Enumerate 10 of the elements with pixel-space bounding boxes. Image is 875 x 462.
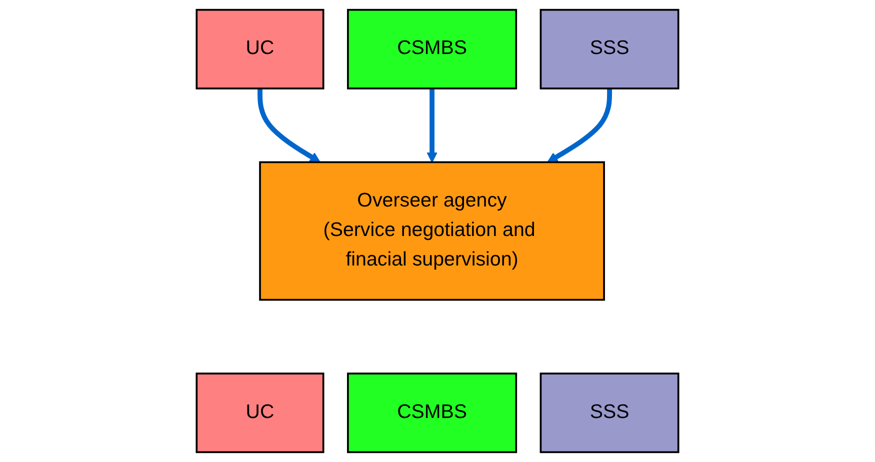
arrow xyxy=(258,88,320,163)
node-box: UC xyxy=(196,8,324,90)
node-box: SSS xyxy=(540,8,680,90)
node-box: CSMBS xyxy=(347,372,518,454)
arrow xyxy=(426,88,438,163)
arrow xyxy=(547,88,612,163)
node-box: UC xyxy=(196,372,324,454)
node-box: CSMBS xyxy=(347,8,518,90)
node-box: SSS xyxy=(540,372,680,454)
node-box: Overseer agency (Service negotiation and finacial supervision) xyxy=(259,161,605,301)
